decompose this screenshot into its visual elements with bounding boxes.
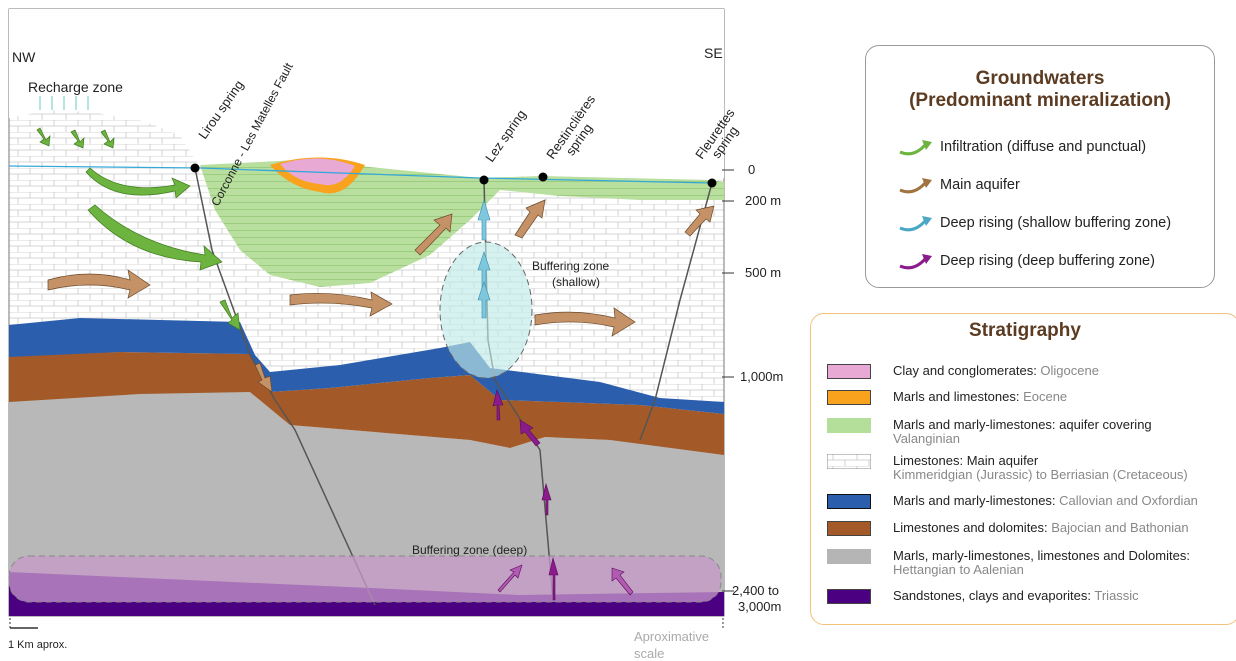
lirou-spring-marker [190, 163, 200, 173]
groundwaters-title: Groundwaters (Predominant mineralization… [909, 68, 1171, 111]
legend-label: Deep rising (shallow buffering zone) [940, 215, 1172, 231]
curved-arrow-icon [899, 216, 932, 232]
color-swatch [827, 549, 871, 564]
curved-arrow-icon [899, 254, 932, 270]
buffering-shallow-label-1: Buffering zone [532, 259, 609, 273]
recharge-arrows [39, 96, 89, 110]
depth-label-0: 0 [748, 162, 755, 177]
strat-main: Limestones and dolomites: [893, 520, 1052, 535]
water-table-line [8, 165, 713, 184]
depth-label-3000: 3,000m [738, 599, 781, 614]
buffering-deep-label: Buffering zone (deep) [412, 543, 527, 557]
strat-sub: Triassic [1094, 588, 1139, 603]
fleurettes-spring-marker [707, 178, 717, 188]
depth-label-1000: 1,000m [740, 369, 783, 384]
approx-scale-label-2: scale [634, 646, 664, 661]
approx-scale-label-1: Aproximative [634, 629, 709, 644]
deep-rising-shallow-arrows [477, 198, 491, 319]
deep-rising-deep-arrows [492, 389, 634, 601]
brick-pattern-swatch [827, 454, 871, 469]
legend-item-deep-rising-shallow: Deep rising (shallow buffering zone) [896, 212, 1171, 234]
strat-main: Marls and marly-limestones: [893, 493, 1060, 508]
color-swatch [827, 390, 871, 405]
color-swatch [827, 521, 871, 536]
strat-main: Marls and limestones: [893, 389, 1024, 404]
sky-area [9, 9, 724, 182]
depth-label-200: 200 m [745, 193, 781, 208]
se-label: SE [704, 45, 723, 61]
depth-label-2400: 2,400 to [732, 583, 779, 598]
infiltration-arrows [36, 127, 241, 331]
legend-label: Main aquifer [940, 177, 1020, 193]
legend-label: Infiltration (diffuse and punctual) [940, 139, 1147, 155]
strat-sub: Oligocene [1040, 363, 1099, 378]
strat-sub: Kimmeridgian (Jurassic) to Berriasian (C… [893, 467, 1188, 482]
main-aquifer-arrows [47, 199, 715, 393]
legend-item-main-aquifer: Main aquifer [896, 174, 1020, 196]
legend-label: Deep rising (deep buffering zone) [940, 253, 1155, 269]
recharge-zone-label: Recharge zone [28, 79, 123, 95]
lez-spring-marker [479, 175, 489, 185]
strat-sub: Valanginian [893, 431, 960, 446]
curved-arrow-icon [899, 140, 932, 156]
buffering-shallow-label-2: (shallow) [552, 275, 600, 289]
strat-main: Marls, marly-limestones, limestones and … [893, 548, 1190, 563]
restinclieres-spring-marker [538, 172, 548, 182]
bajocian-layer [9, 352, 724, 455]
groundwaters-legend: Groundwaters (Predominant mineralization… [865, 45, 1215, 288]
strat-main: Sandstones, clays and evaporites: [893, 588, 1095, 603]
strat-main: Limestones: Main aquifer [893, 453, 1039, 468]
strat-main: Clay and conglomerates: [893, 363, 1041, 378]
color-swatch [827, 494, 871, 509]
stratigraphy-legend: Stratigraphy Clay and conglomerates: Oli… [810, 313, 1236, 625]
nw-label: NW [12, 49, 36, 65]
hettangian-layer [9, 390, 724, 595]
color-swatch [827, 418, 871, 433]
legend-item-deep-rising-deep: Deep rising (deep buffering zone) [896, 250, 1155, 272]
curved-arrow-icon [899, 178, 932, 194]
depth-ticks [722, 169, 734, 592]
strat-sub: Callovian and Oxfordian [1059, 493, 1198, 508]
color-swatch [827, 589, 871, 604]
depth-label-500: 500 m [745, 265, 781, 280]
legend-item-infiltration: Infiltration (diffuse and punctual) [896, 136, 1146, 158]
color-swatch [827, 364, 871, 379]
strat-sub: Hettangian to Aalenian [893, 562, 1024, 577]
strat-sub: Bajocian and Bathonian [1051, 520, 1189, 535]
strat-sub: Eocene [1023, 389, 1068, 404]
fault-line-3 [639, 182, 713, 441]
stratigraphy-title: Stratigraphy [969, 320, 1081, 341]
strat-main: Marls and marly-limestones: aquifer cove… [893, 417, 1152, 432]
callovian-layer [9, 318, 724, 414]
scale-label: 1 Km aprox. [8, 639, 67, 651]
buffering-zone-deep [8, 555, 722, 603]
